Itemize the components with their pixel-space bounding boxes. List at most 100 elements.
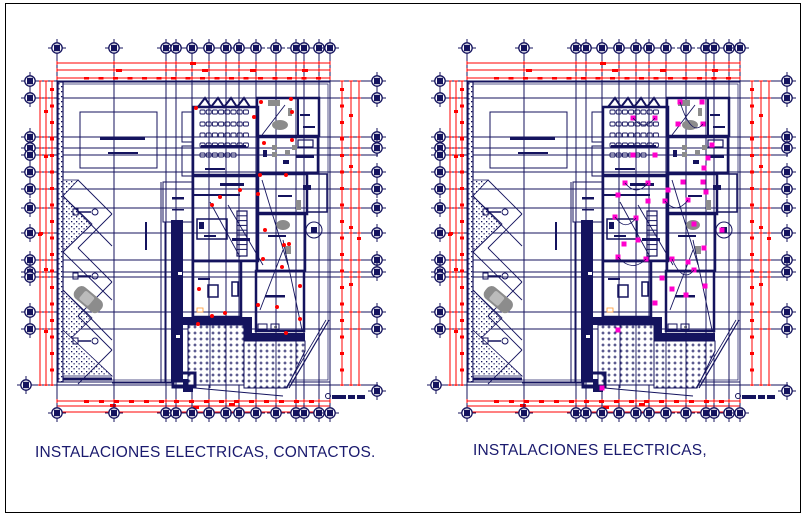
dimension-label	[520, 404, 526, 407]
lighting-circuit	[679, 101, 704, 129]
structural-wall	[244, 317, 252, 333]
dimension-label	[759, 165, 763, 168]
dimension-label	[750, 203, 754, 207]
car-roof	[79, 291, 95, 306]
bedroom	[254, 269, 306, 333]
seat-icon	[640, 152, 647, 158]
axis-bubble-icon	[48, 404, 66, 422]
drawing-frame	[5, 3, 801, 513]
bubble-fill	[437, 308, 443, 316]
dimension-label	[750, 187, 754, 190]
axis-bubble-icon	[21, 180, 39, 198]
dimension-label	[110, 404, 116, 407]
dimension-label	[340, 104, 344, 108]
axis-bubble-icon	[567, 404, 585, 422]
dimension-label	[219, 400, 224, 403]
bubble-fill	[437, 229, 443, 237]
dimension-label	[340, 269, 344, 273]
light-fixture-icon	[683, 292, 689, 298]
light-fixture-icon	[652, 152, 658, 158]
wall-opening	[178, 272, 182, 275]
axis-bubble-icon	[200, 404, 218, 422]
axis-bubble-icon	[321, 39, 339, 57]
reception	[162, 181, 194, 223]
dimension-label	[44, 110, 48, 113]
dimension-label	[193, 406, 199, 409]
bubble-fill	[273, 44, 279, 52]
dimension-label	[526, 69, 532, 72]
scale-bar	[758, 395, 765, 399]
bubble-fill	[437, 204, 443, 212]
dimension-label	[142, 77, 147, 80]
parking-area	[62, 179, 114, 385]
axis-bubble-icon	[368, 128, 386, 146]
outlet-marker-icon	[218, 195, 222, 199]
axis-bubble-icon	[167, 39, 185, 57]
axis-bubble-icon	[230, 404, 248, 422]
axis-bubble-icon	[431, 146, 449, 164]
bubble-fill	[27, 168, 33, 176]
lamp-head	[91, 272, 99, 280]
bubble-fill	[253, 44, 259, 52]
bubble-fill	[726, 44, 732, 52]
seat-icon	[609, 121, 616, 127]
dimension-label	[127, 77, 133, 80]
light-fixture-icon	[701, 245, 707, 251]
dimension-label	[340, 302, 344, 306]
axis-bubble-icon	[183, 404, 201, 422]
bubble-fill	[27, 133, 33, 141]
dimension-label	[759, 283, 763, 286]
axis-bubble-icon	[458, 404, 476, 422]
north-marker-icon	[325, 393, 331, 399]
fixture-core	[684, 326, 687, 329]
dimension-label	[171, 77, 176, 80]
bubble-fill	[599, 409, 605, 417]
seat-icon	[640, 121, 647, 127]
scale-bar	[348, 395, 355, 399]
axis-bubble-icon	[200, 39, 218, 57]
axis-bubble-icon	[431, 180, 449, 198]
axis-bubble-icon	[778, 163, 796, 181]
seat-icon	[609, 132, 616, 138]
dimension-label	[50, 170, 54, 174]
planter	[472, 329, 524, 377]
lighting-circuit	[614, 216, 637, 226]
partition-wall	[296, 155, 314, 158]
lamp-head	[91, 208, 99, 216]
bubble-fill	[374, 77, 380, 85]
outlet-marker-icon	[197, 287, 201, 291]
axis-bubble-icon	[577, 404, 595, 422]
toilet-icon	[285, 150, 290, 155]
door-jamb	[673, 150, 677, 157]
dimension-label	[569, 400, 574, 403]
bubble-fill	[301, 44, 307, 52]
slab-outline	[489, 111, 568, 169]
dimension-label	[750, 269, 754, 273]
dimension-label	[750, 88, 754, 91]
office-room	[255, 96, 321, 138]
light-fixture-icon	[665, 187, 671, 193]
dimension-label	[340, 170, 344, 174]
dimension-label	[750, 368, 754, 372]
dimension-label	[50, 154, 54, 157]
dimension-label	[98, 77, 104, 80]
bubble-fill	[27, 185, 33, 193]
dimension-label	[460, 335, 464, 339]
diagonal-fence	[288, 319, 330, 389]
structural-wall	[244, 333, 305, 341]
light-fixture-icon	[652, 300, 658, 306]
axis-bubble-icon	[610, 39, 628, 57]
sink-icon	[297, 139, 314, 148]
chair-icon	[285, 246, 291, 254]
axis-bubble-icon	[247, 39, 265, 57]
dimension-label	[614, 400, 619, 403]
dimension-label	[523, 77, 528, 80]
dimension-label	[712, 69, 718, 72]
dimension-label	[689, 400, 694, 403]
light-fixture-icon	[700, 179, 706, 185]
bubble-fill	[111, 409, 117, 417]
label-bar	[710, 114, 720, 116]
lamp-base	[72, 272, 79, 280]
bubble-fill	[374, 94, 380, 102]
dimension-label	[750, 352, 754, 355]
